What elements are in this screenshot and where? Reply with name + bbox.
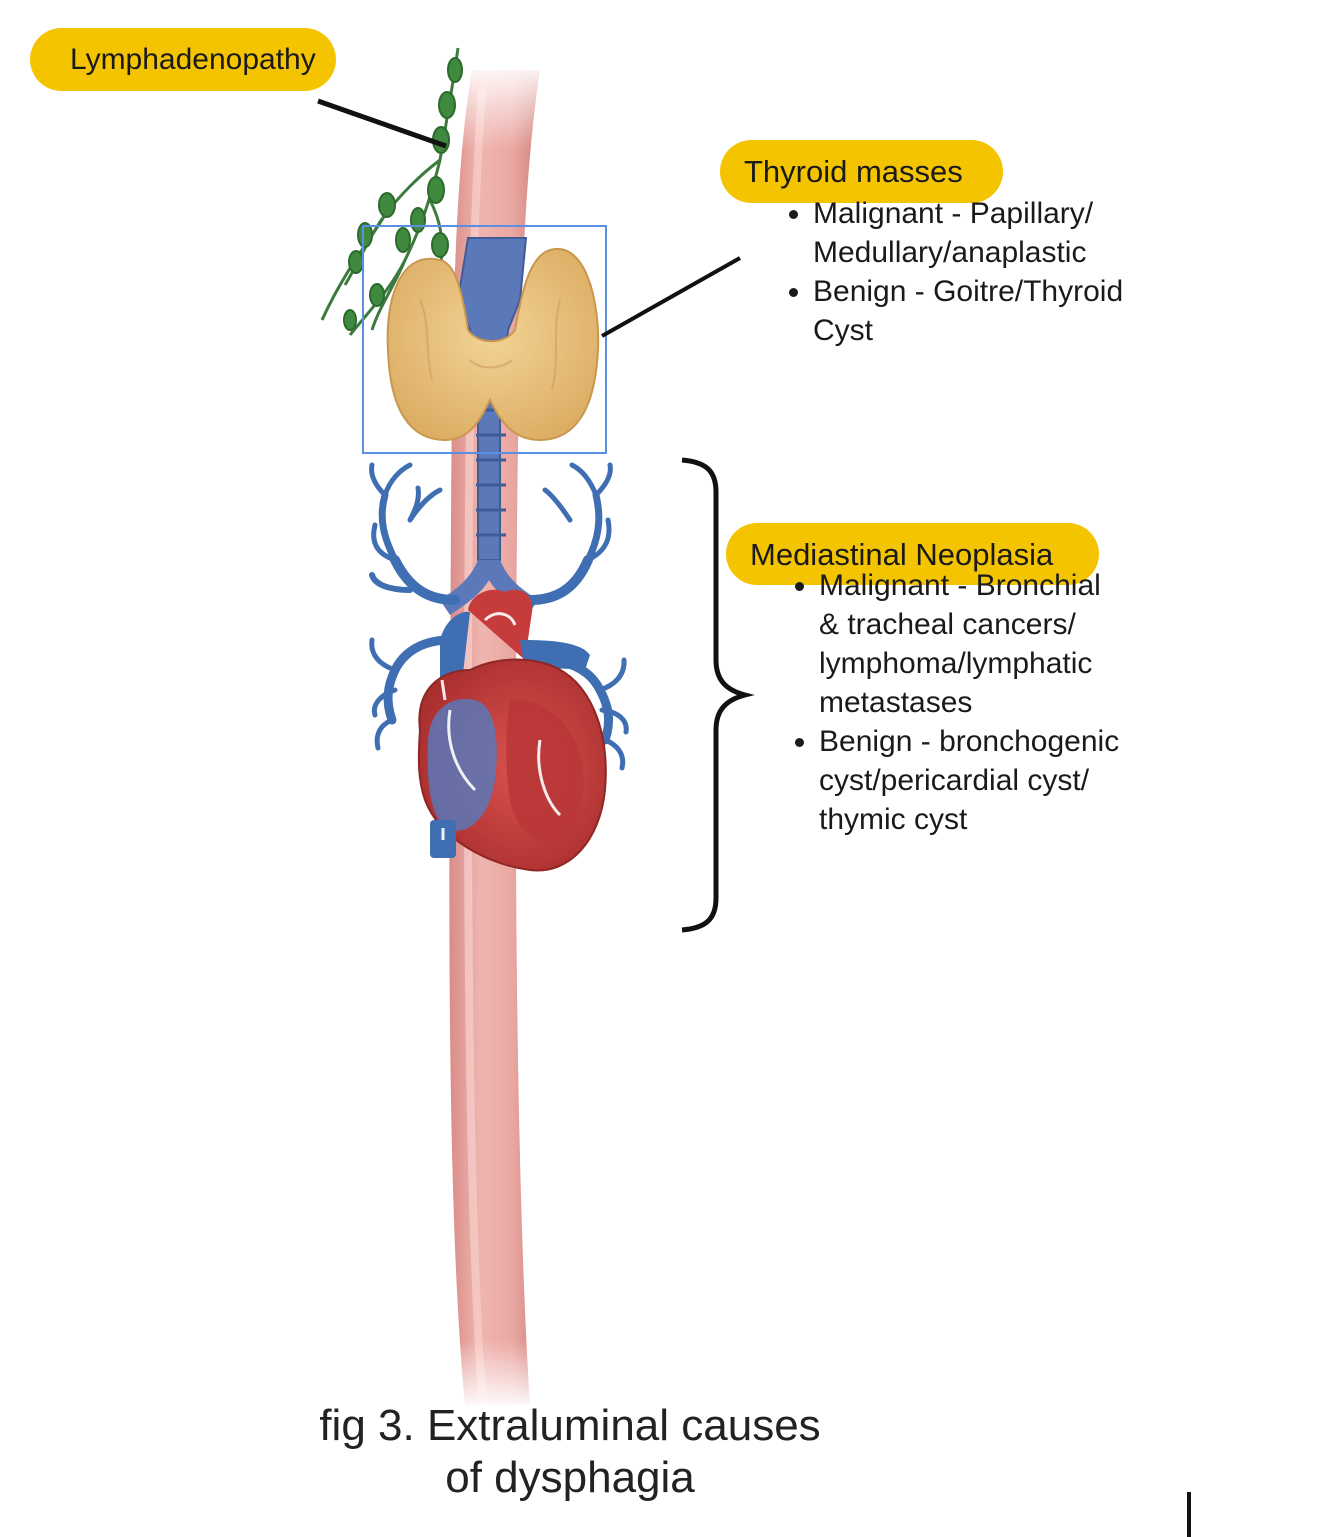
caption-line-1: fig 3. Extraluminal causes xyxy=(319,1401,821,1450)
thyroid-masses-label: Thyroid masses xyxy=(720,140,1003,203)
thyroid-selection-box xyxy=(362,225,607,454)
pulmonary-vessels xyxy=(369,462,629,771)
mediastinal-bullet-malignant: Malignant - Bronchial & tracheal cancers… xyxy=(819,566,1239,722)
mediastinal-bullet-list: Malignant - Bronchial & tracheal cancers… xyxy=(783,566,1239,839)
thyroid-bullet-list: Malignant - Papillary/ Medullary/anaplas… xyxy=(777,194,1233,350)
figure-caption: fig 3. Extraluminal causes of dysphagia xyxy=(240,1400,900,1504)
mediastinal-brace xyxy=(681,457,755,933)
mediastinal-bullet-benign: Benign - bronchogenic cyst/pericardial c… xyxy=(819,722,1239,839)
lymph-node-chain xyxy=(320,47,463,336)
thyroid-bullet-benign: Benign - Goitre/Thyroid Cyst xyxy=(813,272,1233,350)
lymph-pointer-line xyxy=(317,98,447,149)
thyroid-gland xyxy=(386,247,600,442)
thyroid-pointer-line xyxy=(601,256,741,338)
mediastinal-neoplasia-label: Mediastinal Neoplasia xyxy=(726,523,1100,585)
caption-line-2: of dysphagia xyxy=(445,1453,695,1502)
heart xyxy=(417,589,607,872)
lymphadenopathy-label: Lymphadenopathy xyxy=(30,28,336,91)
lymphadenopathy-text: Lymphadenopathy xyxy=(70,42,316,76)
mediastinal-neoplasia-text: Mediastinal Neoplasia xyxy=(750,536,1054,572)
thyroid-masses-text: Thyroid masses xyxy=(744,154,963,189)
thyroid-bullet-malignant: Malignant - Papillary/ Medullary/anaplas… xyxy=(813,194,1233,272)
